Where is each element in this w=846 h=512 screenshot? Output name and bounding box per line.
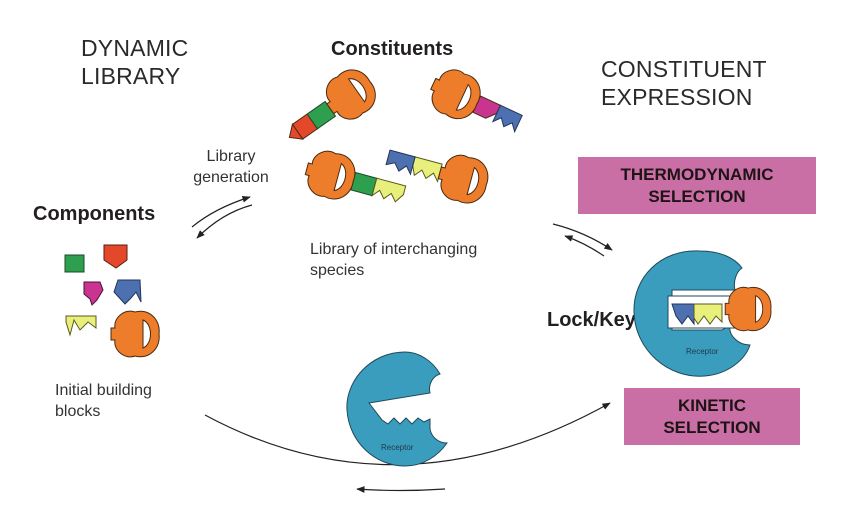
title-line: EXPRESSION	[601, 84, 753, 110]
caption-line: Initial building	[55, 382, 152, 399]
component-building-blocks	[64, 244, 160, 358]
receptor-with-key: Receptor	[633, 250, 772, 377]
constituent-key-green-red	[288, 61, 384, 140]
constituent-expression-title: CONSTITUENT EXPRESSION	[601, 55, 767, 111]
constituents-label: Constituents	[331, 38, 454, 60]
title-line: LIBRARY	[81, 63, 181, 89]
red-block	[103, 244, 128, 269]
receptor-label: Receptor	[686, 347, 719, 356]
dynamic-library-title: DYNAMIC LIBRARY	[81, 34, 188, 90]
caption-line: blocks	[55, 403, 101, 420]
green-block	[64, 254, 85, 273]
constituent-key-yellow-blue	[385, 149, 493, 208]
blue-block	[113, 279, 142, 305]
initial-building-blocks-caption: Initial building blocks	[55, 380, 152, 422]
constituent-key-magenta-blue	[423, 62, 523, 134]
caption-line: Library of interchanging	[310, 241, 478, 258]
components-label: Components	[33, 203, 156, 225]
yellow-block	[65, 315, 97, 337]
title-line: CONSTITUENT	[601, 56, 767, 82]
kinetic-selection-box: KINETIC SELECTION	[624, 388, 800, 445]
box-line: SELECTION	[663, 417, 761, 437]
key-head-block	[110, 310, 160, 358]
caption-line: species	[310, 262, 365, 279]
caption-line: Library	[206, 148, 256, 165]
empty-receptor: Receptor	[346, 351, 448, 467]
interchanging-species-caption: Library of interchanging species	[310, 239, 477, 281]
box-line: SELECTION	[648, 186, 746, 206]
selection-equilibrium-arrows	[552, 223, 613, 257]
box-line: KINETIC	[677, 395, 746, 415]
constituent-key-green-yellow	[300, 146, 407, 204]
title-line: DYNAMIC	[81, 35, 189, 61]
magenta-block	[83, 281, 104, 306]
caption-line: generation	[193, 169, 269, 186]
lock-key-label: Lock/Key	[547, 309, 636, 331]
receptor-label: Receptor	[381, 443, 414, 452]
thermodynamic-selection-box: THERMODYNAMIC SELECTION	[578, 157, 816, 214]
box-line: THERMODYNAMIC	[620, 164, 774, 184]
library-generation-arrows	[191, 196, 253, 239]
library-generation-caption: Library generation	[186, 146, 276, 188]
